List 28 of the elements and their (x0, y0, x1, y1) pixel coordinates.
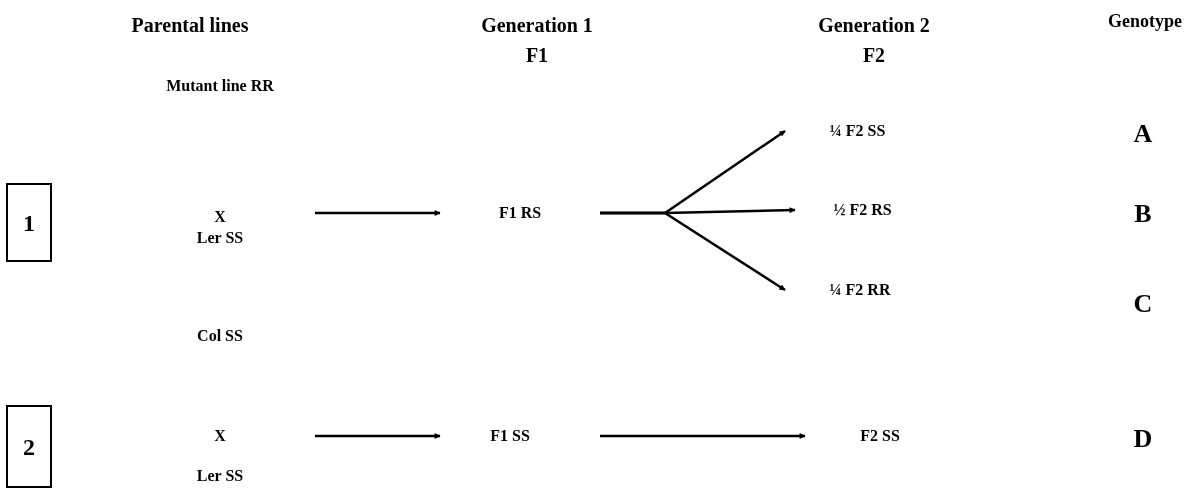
column-heading: Generation 1 (480, 13, 594, 38)
cross-text: Ler SS (195, 228, 245, 248)
arrow (315, 433, 441, 439)
generation-text: ½ F2 RS (833, 200, 892, 220)
cross-text: Mutant line RR (165, 76, 275, 96)
generation-text: F1 RS (498, 203, 542, 223)
column-heading: F2 (861, 43, 887, 68)
numbered-box: 1 (6, 183, 52, 262)
generation-text: ¼ F2 RR (829, 280, 891, 300)
numbered-box: 2 (6, 405, 52, 488)
arrow (600, 211, 786, 292)
genotype-letter: C (1132, 288, 1154, 320)
column-heading: Parental lines (130, 13, 250, 38)
column-heading: Generation 2 (817, 13, 931, 38)
generation-text: ¼ F2 SS (829, 121, 886, 141)
cross-text: X (213, 207, 227, 227)
column-heading: F1 (524, 43, 550, 68)
genotype-letter: D (1132, 423, 1154, 455)
genotype-letter: A (1132, 118, 1154, 150)
cross-text: Col SS (196, 326, 244, 346)
generation-text: F1 SS (490, 426, 530, 446)
column-heading: Genotype (1107, 10, 1183, 33)
cross-text: X (213, 426, 227, 446)
arrow (315, 210, 441, 216)
arrow (600, 433, 806, 439)
cross-text: Ler SS (195, 466, 245, 486)
generation-text: F2 SS (860, 426, 900, 446)
genotype-letter: B (1133, 198, 1153, 230)
